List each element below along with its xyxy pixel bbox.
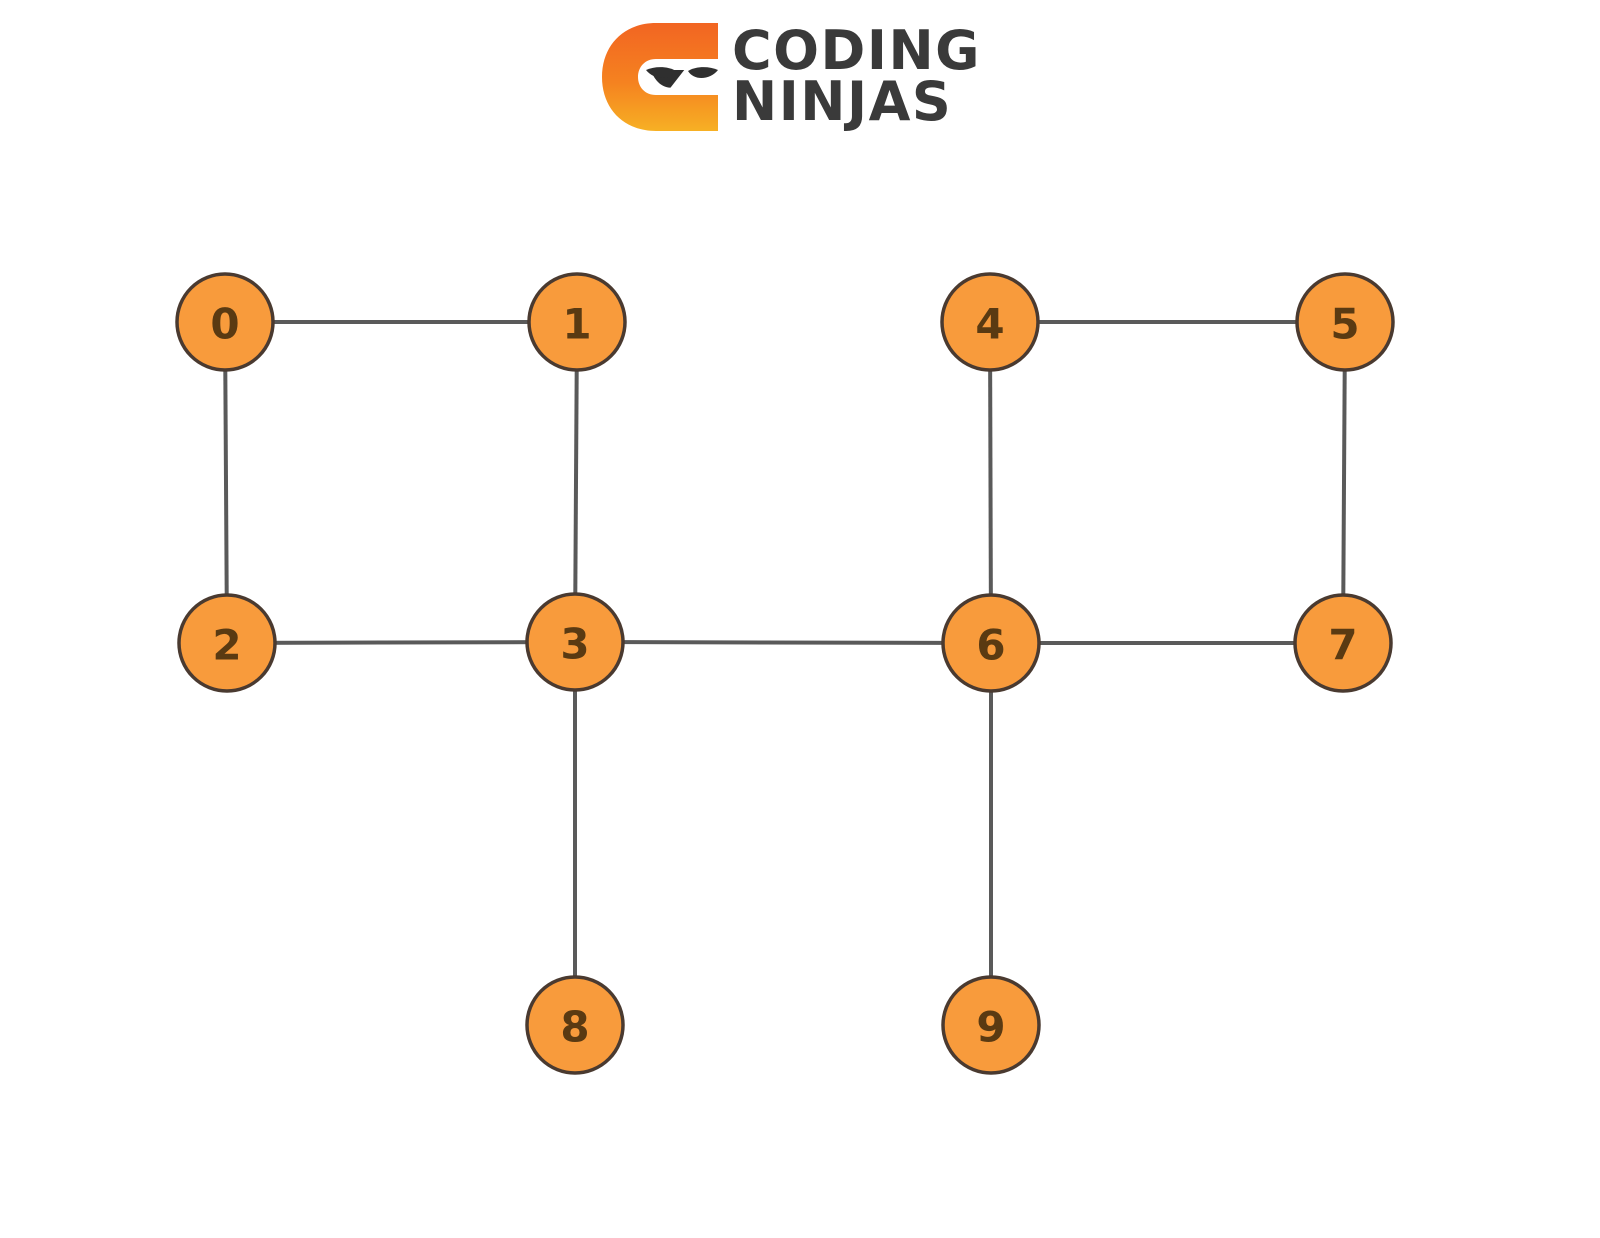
- graph-node-circle-4[interactable]: [940, 272, 1040, 372]
- graph-node-4[interactable]: 4: [940, 272, 1040, 372]
- graph-edge-4-6: [988, 321, 993, 644]
- graph-node-0[interactable]: 0: [175, 272, 275, 372]
- graph-node-label-1: 1: [562, 300, 591, 349]
- graph-node-circle-8[interactable]: [525, 975, 625, 1075]
- graph-node-circle-6[interactable]: [941, 593, 1041, 693]
- graph-node-circle-0[interactable]: [175, 272, 275, 372]
- node-layer: 0 1 2 3 4 5 6 7 8 9: [175, 272, 1395, 1075]
- graph-node-label-5: 5: [1330, 300, 1359, 349]
- graph-node-circle-7[interactable]: [1293, 593, 1393, 693]
- graph-node-label-9: 9: [976, 1003, 1005, 1052]
- logo-line-ninjas: NINJAS: [732, 70, 953, 133]
- graph-node-5[interactable]: 5: [1295, 272, 1395, 372]
- graph-node-circle-3[interactable]: [525, 592, 625, 692]
- logo-line-coding: CODING: [732, 19, 981, 83]
- graph-node-3[interactable]: 3: [525, 592, 625, 692]
- logo-wordmark: CODING NINJAS: [732, 19, 981, 133]
- edge-layer: [223, 320, 1347, 1025]
- graph-node-label-6: 6: [976, 621, 1005, 670]
- graph-edge-2-3: [226, 640, 576, 645]
- graph-edge-5-7: [1341, 321, 1347, 644]
- graph-edge-1-3: [573, 321, 579, 643]
- graph-node-8[interactable]: 8: [525, 975, 625, 1075]
- graph-edge-0-2: [223, 321, 229, 644]
- graph-node-9[interactable]: 9: [941, 975, 1041, 1075]
- graph-node-7[interactable]: 7: [1293, 593, 1393, 693]
- graph-node-label-0: 0: [210, 300, 239, 349]
- graph-edge-3-6: [574, 640, 992, 645]
- graph-node-label-7: 7: [1328, 621, 1357, 670]
- graph-node-label-3: 3: [560, 620, 589, 669]
- ninja-c-icon: [600, 21, 718, 133]
- graph-node-label-2: 2: [212, 621, 241, 670]
- graph-node-2[interactable]: 2: [177, 593, 277, 693]
- graph-node-circle-9[interactable]: [941, 975, 1041, 1075]
- graph-node-1[interactable]: 1: [527, 272, 627, 372]
- graph-node-label-4: 4: [975, 300, 1004, 349]
- coding-ninjas-logo: CODING NINJAS: [600, 18, 1000, 136]
- graph-node-label-8: 8: [560, 1003, 589, 1052]
- graph-node-circle-1[interactable]: [527, 272, 627, 372]
- graph-node-circle-2[interactable]: [177, 593, 277, 693]
- graph-node-circle-5[interactable]: [1295, 272, 1395, 372]
- graph-node-6[interactable]: 6: [941, 593, 1041, 693]
